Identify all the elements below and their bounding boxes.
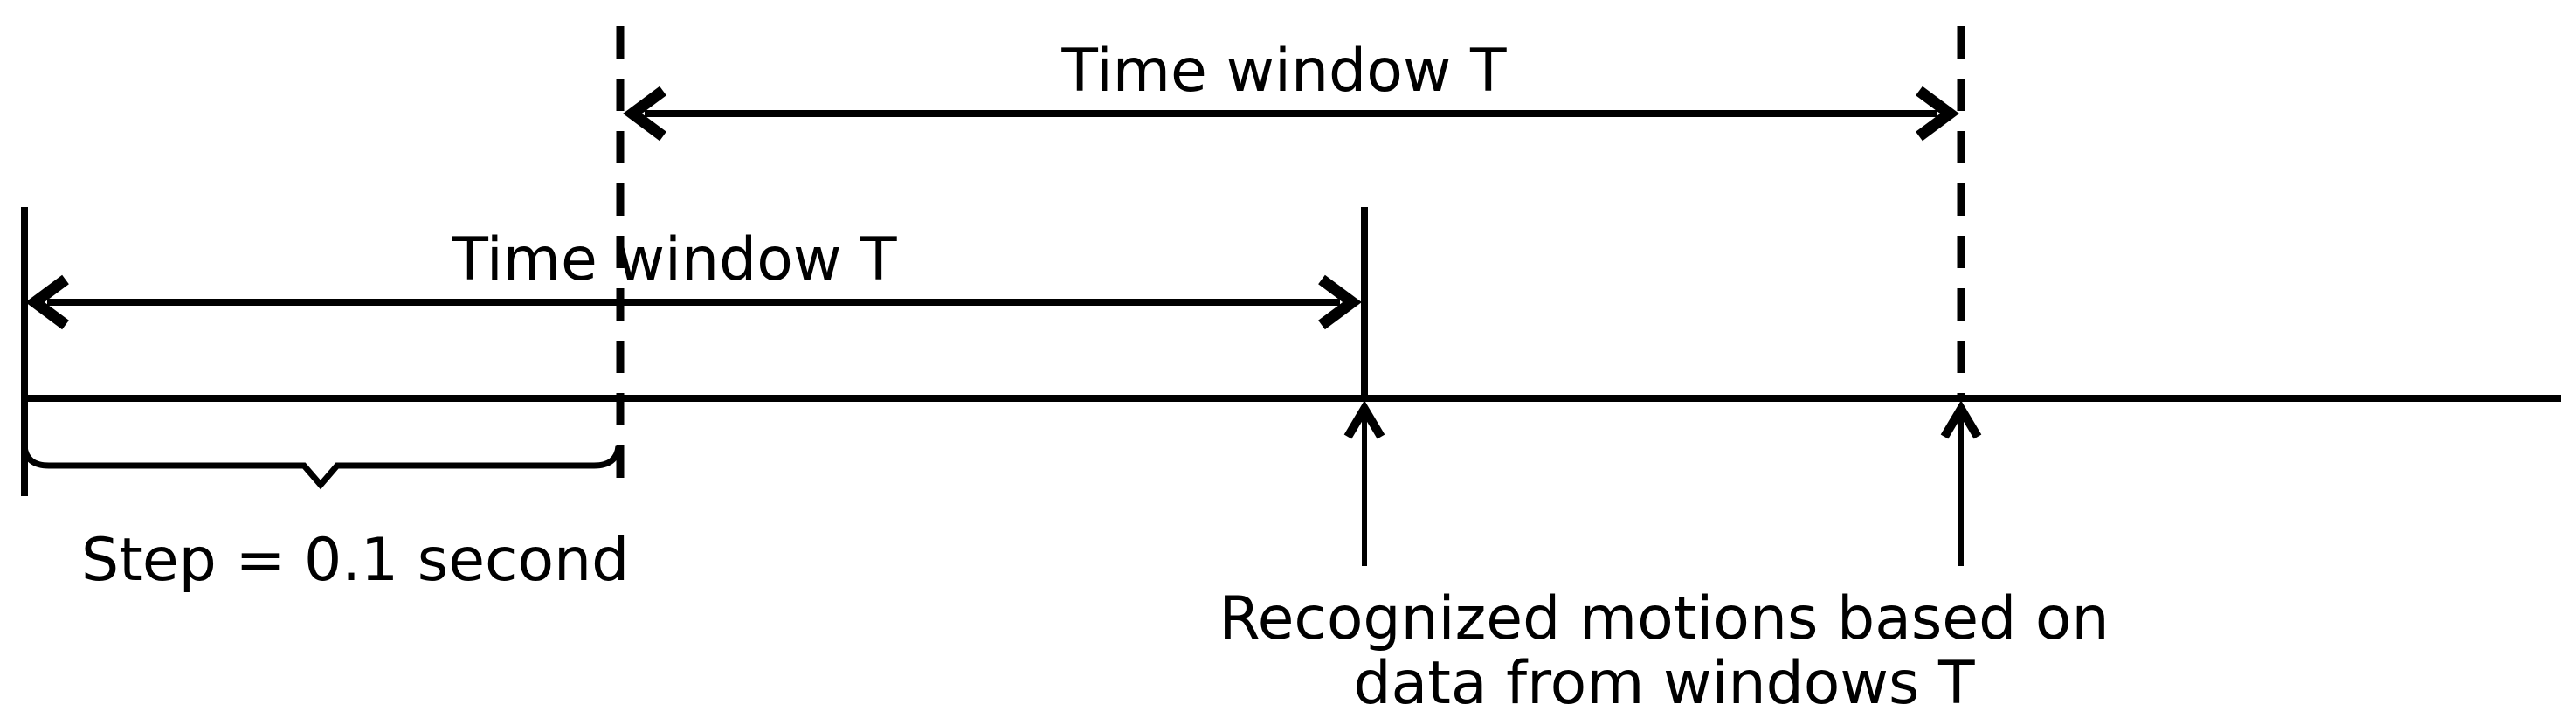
step-label: Step = 0.1 second	[81, 526, 630, 595]
arrowhead-up-icon	[1343, 400, 1385, 439]
arrowhead-right-icon	[1318, 274, 1362, 330]
recognized-label-line1: Recognized motions based on	[1219, 584, 2110, 653]
step-brace	[21, 445, 622, 490]
arrowhead-right-icon	[1916, 86, 1959, 142]
recognized-label-line2: data from windows T	[1353, 649, 1975, 718]
arrowhead-up-icon	[1940, 400, 1982, 439]
top-window-label: Time window T	[1061, 37, 1507, 106]
recognized-arrow-2	[1940, 400, 1982, 566]
recognized-label: Recognized motions based on data from wi…	[1219, 587, 2109, 716]
left-window-label: Time window T	[452, 225, 897, 294]
recognized-arrow-1	[1343, 400, 1385, 566]
arrowhead-left-icon	[25, 274, 69, 330]
left-window-arrow	[25, 274, 1362, 330]
top-window-arrow	[623, 86, 1959, 142]
arrowhead-left-icon	[623, 86, 666, 142]
